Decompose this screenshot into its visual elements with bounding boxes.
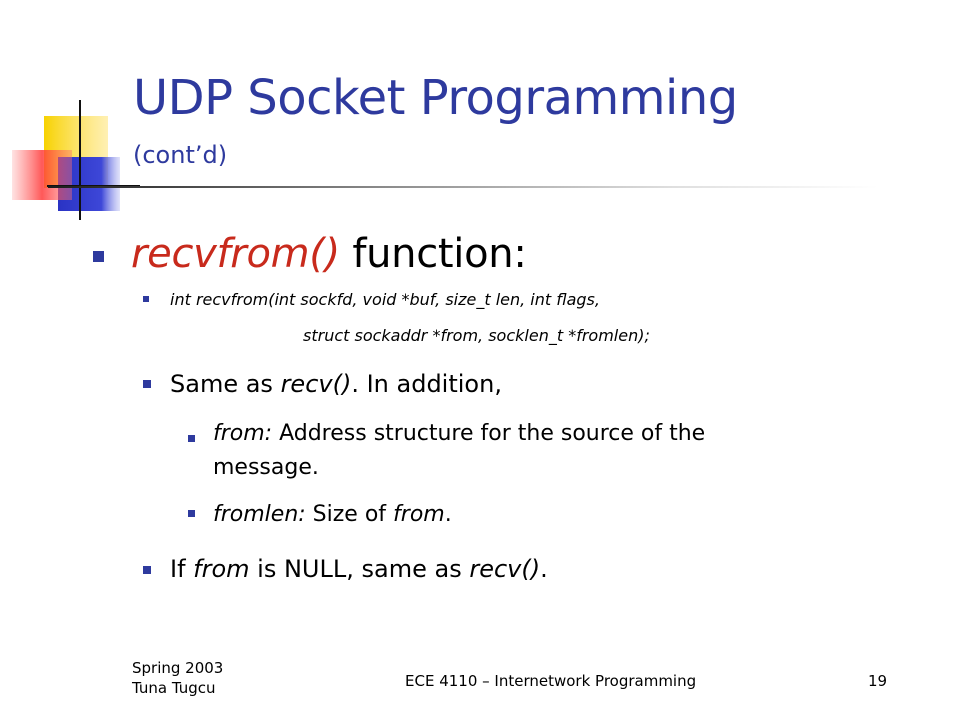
text-segment-italic: from (393, 502, 445, 527)
slide-subtitle: (cont’d) (133, 141, 228, 169)
text-segment: If (170, 555, 194, 583)
title-divider (48, 186, 878, 188)
corner-decoration-graphic (12, 100, 140, 220)
text-segment: is NULL, same as (249, 555, 470, 583)
bullet-square-icon (143, 380, 151, 388)
bullet-square-icon (188, 435, 195, 442)
sub-point-from-line-1: from: Address structure for the source o… (213, 418, 705, 450)
text-segment: . In addition, (351, 370, 502, 398)
footer-course: ECE 4110 – Internetwork Programming (405, 672, 697, 690)
text-segment-italic: recv() (469, 555, 541, 583)
text-segment: . (444, 502, 452, 527)
term-from: from: (213, 421, 273, 446)
slide-title: UDP Socket Programming (133, 70, 738, 126)
function-name-emphasis: recvfrom() (131, 231, 340, 277)
term-fromlen: fromlen: (213, 502, 306, 527)
slide-page-number: 19 (868, 672, 888, 690)
main-bullet-rest: function: (339, 231, 527, 277)
footer-semester: Spring 2003 (132, 659, 224, 677)
bullet-square-icon (93, 251, 104, 262)
text-segment-italic: recv() (280, 370, 352, 398)
bullet-square-icon (188, 510, 195, 517)
footer-author: Tuna Tugcu (132, 679, 216, 697)
sub-point-from-line-2: message. (213, 455, 319, 480)
point-same-as-recv: Same as recv(). In addition, (170, 368, 502, 400)
function-signature-line-1: int recvfrom(int sockfd, void *buf, size… (170, 290, 600, 309)
point-null-from: If from is NULL, same as recv(). (170, 553, 548, 585)
bullet-square-icon (143, 296, 149, 302)
function-signature-line-2: struct sockaddr *from, socklen_t *fromle… (303, 326, 650, 345)
bullet-square-icon (143, 566, 151, 574)
text-segment: . (540, 555, 548, 583)
text-segment: Address structure for the source of the (272, 421, 706, 446)
main-bullet-text: recvfrom() function: (131, 226, 527, 282)
text-segment: Same as (170, 370, 281, 398)
text-segment: Size of (305, 502, 394, 527)
sub-point-fromlen: fromlen: Size of from. (213, 499, 452, 531)
text-segment-italic: from (193, 555, 250, 583)
